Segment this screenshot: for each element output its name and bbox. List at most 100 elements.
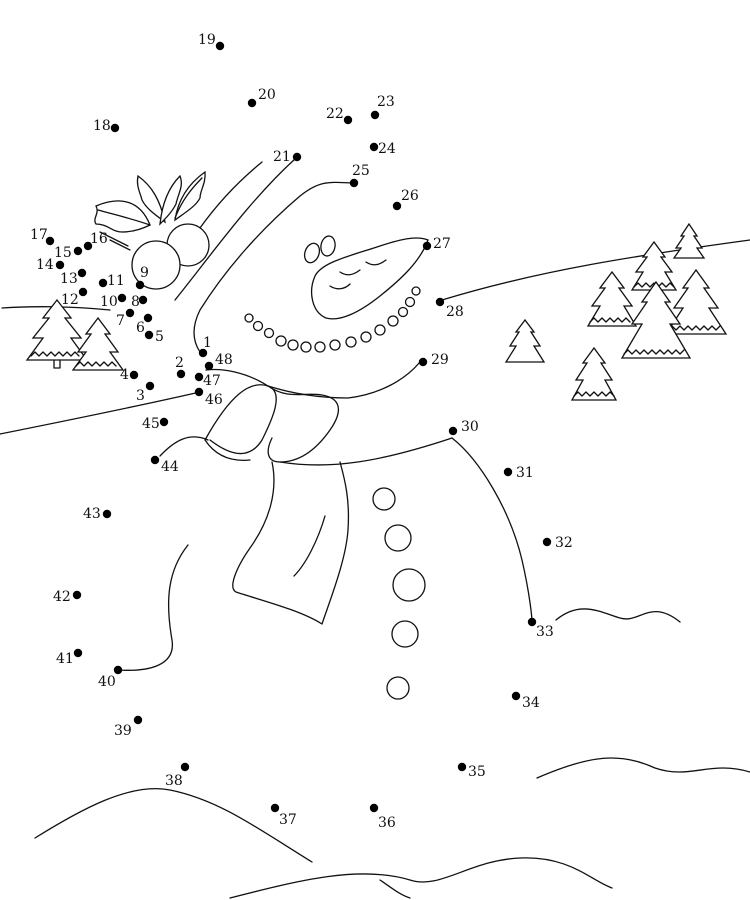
dot-number-label: 33 [536, 624, 554, 640]
dot-marker [270, 803, 280, 813]
dot-number-label: 28 [446, 304, 464, 320]
dot-number-label: 21 [273, 149, 291, 165]
dot-marker [72, 590, 82, 600]
dot-marker [198, 348, 208, 358]
dot-10: 10 [100, 293, 127, 310]
dot-number-label: 43 [83, 506, 101, 522]
scarf [159, 361, 453, 625]
dot-number-label: 30 [461, 419, 479, 435]
dot-2: 2 [175, 355, 186, 379]
dot-marker [422, 241, 432, 251]
dot-number-label: 40 [98, 674, 116, 690]
holly-leaf-icon [159, 174, 182, 226]
dot-marker [369, 142, 379, 152]
numbered-dots: 1234567891011121314151617181920212223242… [30, 32, 573, 831]
dot-36: 36 [369, 803, 396, 831]
pine-trees [25, 222, 728, 401]
dot-44: 44 [150, 455, 179, 475]
snow-mound-bottom-right [536, 757, 750, 779]
dot-marker [117, 293, 127, 303]
dot-marker [135, 280, 145, 290]
dot-12: 12 [61, 287, 88, 308]
dot-marker [77, 268, 87, 278]
dot-number-label: 38 [165, 773, 183, 789]
dot-37: 37 [270, 803, 297, 828]
dot-marker [145, 381, 155, 391]
dot-7: 7 [116, 308, 135, 329]
dot-marker [194, 372, 204, 382]
pine-tree-icon [71, 316, 125, 371]
dot-45: 45 [142, 416, 169, 432]
holly-berry-icon [131, 240, 181, 290]
dot-marker [370, 110, 380, 120]
dot-marker [150, 455, 160, 465]
snow-mound-bottom-center-b [379, 879, 411, 899]
landscape [0, 239, 750, 899]
pine-tree-icon [672, 222, 706, 259]
dot-marker [194, 387, 204, 397]
dot-18: 18 [93, 118, 120, 134]
dot-47: 47 [194, 372, 221, 389]
dot-marker [73, 648, 83, 658]
dot-27: 27 [422, 236, 451, 252]
dot-number-label: 12 [61, 292, 79, 308]
dot-marker [144, 330, 154, 340]
dot-8: 8 [131, 294, 148, 310]
dot-33: 33 [527, 617, 554, 640]
dot-number-label: 1 [203, 335, 212, 351]
dot-marker [457, 762, 467, 772]
dot-number-label: 19 [198, 32, 216, 48]
scarf-neck [205, 361, 421, 399]
dot-marker [392, 201, 402, 211]
dot-marker [527, 617, 537, 627]
dot-number-label: 14 [36, 257, 54, 273]
dot-number-label: 9 [140, 265, 149, 281]
dot-marker [369, 803, 379, 813]
button-icon [386, 676, 410, 700]
dot-39: 39 [114, 715, 143, 739]
dot-marker [125, 308, 135, 318]
snow-mound-bottom-left [34, 788, 313, 863]
dot-3: 3 [136, 381, 155, 404]
holly-leaf-icon [174, 170, 206, 222]
eye-icon [303, 242, 321, 264]
dot-38: 38 [165, 762, 190, 789]
dot-number-label: 25 [352, 163, 370, 179]
dot-46: 46 [194, 387, 223, 408]
dot-marker [448, 426, 458, 436]
dot-24: 24 [369, 141, 396, 157]
dot-1: 1 [198, 335, 212, 358]
dot-48: 48 [204, 352, 233, 371]
coal-smile [244, 286, 421, 353]
dot-marker [292, 152, 302, 162]
dot-5: 5 [144, 329, 164, 345]
dot-number-label: 31 [516, 465, 534, 481]
holly-leaf-icon [136, 174, 167, 224]
body-outline-right [451, 437, 533, 623]
dot-marker [503, 467, 513, 477]
dot-number-label: 48 [215, 352, 233, 368]
dot-number-label: 41 [56, 651, 74, 667]
dot-number-label: 44 [161, 459, 179, 475]
body-outline-left [117, 544, 189, 671]
dot-number-label: 47 [203, 373, 221, 389]
horizon-line-left [0, 391, 201, 435]
holly-decoration [94, 170, 210, 290]
dot-number-label: 32 [555, 535, 573, 551]
dot-number-label: 16 [90, 231, 108, 247]
dot-23: 23 [370, 94, 395, 120]
dot-number-label: 7 [116, 313, 125, 329]
dot-number-label: 42 [53, 589, 71, 605]
dot-number-label: 6 [136, 320, 145, 336]
pine-tree-icon [664, 268, 728, 335]
dot-marker [98, 278, 108, 288]
dot-number-label: 46 [205, 392, 223, 408]
snow-mound-bottom-center [229, 857, 613, 899]
dot-25: 25 [349, 163, 370, 188]
dot-number-label: 37 [279, 812, 297, 828]
button-icon [384, 524, 412, 552]
dot-number-label: 5 [155, 329, 164, 345]
dot-number-label: 29 [431, 352, 449, 368]
hat-outline-hint [174, 157, 297, 301]
